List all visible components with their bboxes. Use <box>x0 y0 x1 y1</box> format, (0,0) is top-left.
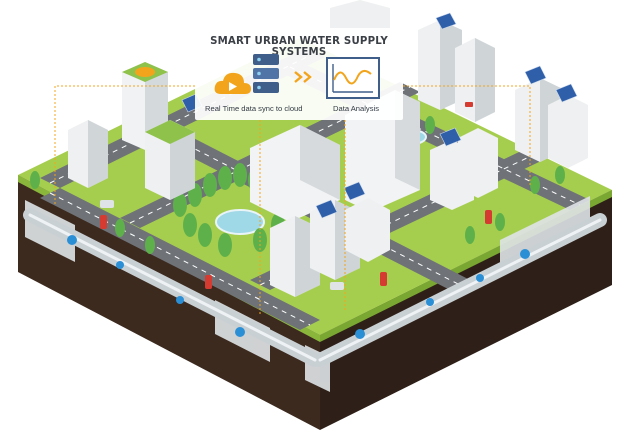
server-icon <box>253 54 279 93</box>
fire-hydrants <box>100 210 492 289</box>
water-pipes <box>23 208 607 367</box>
chart-icon <box>326 57 380 99</box>
analysis-label: Data Analysis <box>333 104 380 113</box>
helipad <box>135 67 155 77</box>
pipe-sensors <box>67 235 530 339</box>
forward-arrows-icon <box>294 71 312 83</box>
play-icon <box>229 82 237 91</box>
park-pond <box>215 209 265 235</box>
banner-title: SMART URBAN WATER SUPPLY SYSTEMS <box>210 36 388 58</box>
info-banner: SMART URBAN WATER SUPPLY SYSTEMS Real Ti… <box>195 28 403 120</box>
sync-label: Real Time data sync to cloud <box>205 104 303 113</box>
ground-block-left <box>18 175 320 430</box>
buildings <box>68 0 588 297</box>
data-lines <box>54 85 531 315</box>
cars <box>100 102 473 290</box>
solar-panels <box>181 12 578 219</box>
cloud-icon <box>214 72 251 94</box>
